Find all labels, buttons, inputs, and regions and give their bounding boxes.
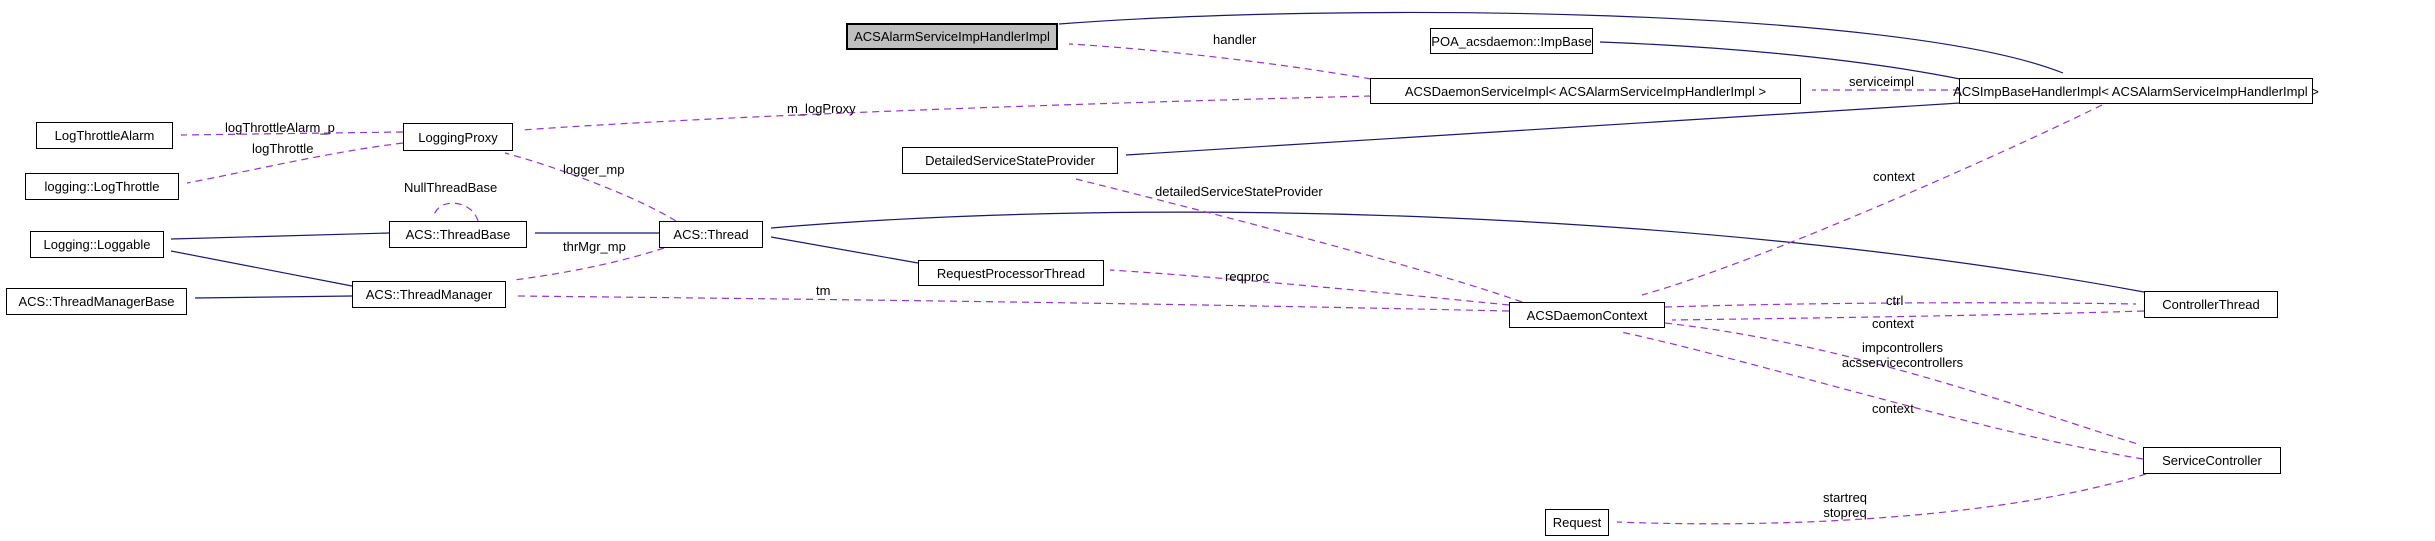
node-acs-threadmanagerbase[interactable]: ACS::ThreadManagerBase [6,288,187,315]
node-controllerthread[interactable]: ControllerThread [2144,291,2278,318]
edge-context-from-servicecontroller [1620,331,2144,460]
node-acs-threadmanager[interactable]: ACS::ThreadManager [352,281,506,308]
edge-alarmhandler-to-impbasehandler [1058,11,2064,74]
edge-label-startreq: startreq [1822,490,1868,505]
node-loggingproxy[interactable]: LoggingProxy [403,123,513,151]
edge-impbasehandler-to-detailedprovider [1125,102,1961,156]
edge-label-impcontrollers: impcontrollers [1862,340,1943,355]
edge-label-impcontrollers-acsservicecontrollers: impcontrollers acsservicecontrollers [1825,340,1980,370]
edge-label-handler: handler [1213,32,1257,47]
edge-label-stopreq: stopreq [1823,505,1867,520]
node-acsdaemonserviceimpl[interactable]: ACSDaemonServiceImpl< ACSAlarmServiceImp… [1370,78,1801,104]
node-logging-logthrottle[interactable]: logging::LogThrottle [25,173,179,200]
edge-reqproc [1109,269,1510,306]
edge-startreq-stopreq [1616,473,2147,525]
node-acs-thread[interactable]: ACS::Thread [659,221,763,248]
edge-ctrl [1664,302,2137,308]
edge-logthrottlealarm-p [180,131,404,136]
edge-label-m-logproxy: m_logProxy [787,101,856,116]
node-acs-threadbase[interactable]: ACS::ThreadBase [389,221,527,248]
edge-label-detailedservicestateprovider: detailedServiceStateProvider [1155,184,1323,199]
edge-label-tm: tm [816,283,831,298]
edge-label-context-impbase: context [1873,169,1915,184]
edge-impbasehandler-to-poaimpbase [1599,41,1961,80]
edge-threadmanager-to-loggable [170,250,353,287]
edge-context-from-impbasehandler [1641,104,2103,296]
edge-tm [516,295,1510,312]
edge-impcontrollers [1664,322,2139,445]
edge-threadbase-to-loggable [170,232,390,240]
edge-label-serviceimpl: serviceimpl [1849,74,1915,89]
node-logging-loggable[interactable]: Logging::Loggable [30,231,164,258]
edge-label-thrmgr-mp: thrMgr_mp [563,239,626,254]
edge-label-ctrl: ctrl [1886,293,1904,308]
node-logthrottlealarm[interactable]: LogThrottleAlarm [36,122,173,149]
edge-label-logthrottle: logThrottle [252,141,314,156]
node-requestprocessorthread[interactable]: RequestProcessorThread [918,260,1104,286]
node-servicecontroller[interactable]: ServiceController [2143,447,2281,474]
edge-logger-mp [504,152,677,222]
node-acsimpbasehandlerimpl[interactable]: ACSImpBaseHandlerImpl< ACSAlarmServiceIm… [1953,78,2319,104]
node-poa-acsdaemon-impbase[interactable]: POA_acsdaemon::ImpBase [1430,28,1593,54]
edge-threadmanager-to-threadmanagerbase [194,295,353,299]
edge-handler [1068,43,1372,80]
edge-context-from-controllerthread [1671,310,2145,321]
node-acsalarmserviceimphandlerimpl[interactable]: ACSAlarmServiceImpHandlerImpl [846,23,1058,50]
edge-m-logproxy [521,95,1372,131]
edge-label-nullthreadbase: NullThreadBase [404,180,498,195]
edge-nullthreadbase-selfloop [433,202,479,222]
edge-label-reqproc: reqproc [1225,269,1270,284]
edge-requestprocessorthread-to-thread [770,236,919,264]
edge-thrmgr-mp [513,247,665,281]
node-request[interactable]: Request [1545,509,1609,536]
edge-label-logger-mp: logger_mp [563,162,625,177]
edge-label-context-controller: context [1872,316,1914,331]
edge-detailedservicestateprovider [1075,178,1523,303]
edge-label-startreq-stopreq: startreq stopreq [1795,490,1895,520]
edge-controllerthread-to-thread [770,211,2145,293]
node-acsdaemoncontext[interactable]: ACSDaemonContext [1509,302,1665,328]
edge-label-acsservicecontrollers: acsservicecontrollers [1841,355,1964,370]
node-detailedservicestateprovider[interactable]: DetailedServiceStateProvider [902,147,1118,174]
edge-label-context-servicecontroller: context [1872,401,1914,416]
edge-logthrottle [186,142,404,184]
edge-label-logthrottlealarm-p: logThrottleAlarm_p [225,120,335,135]
